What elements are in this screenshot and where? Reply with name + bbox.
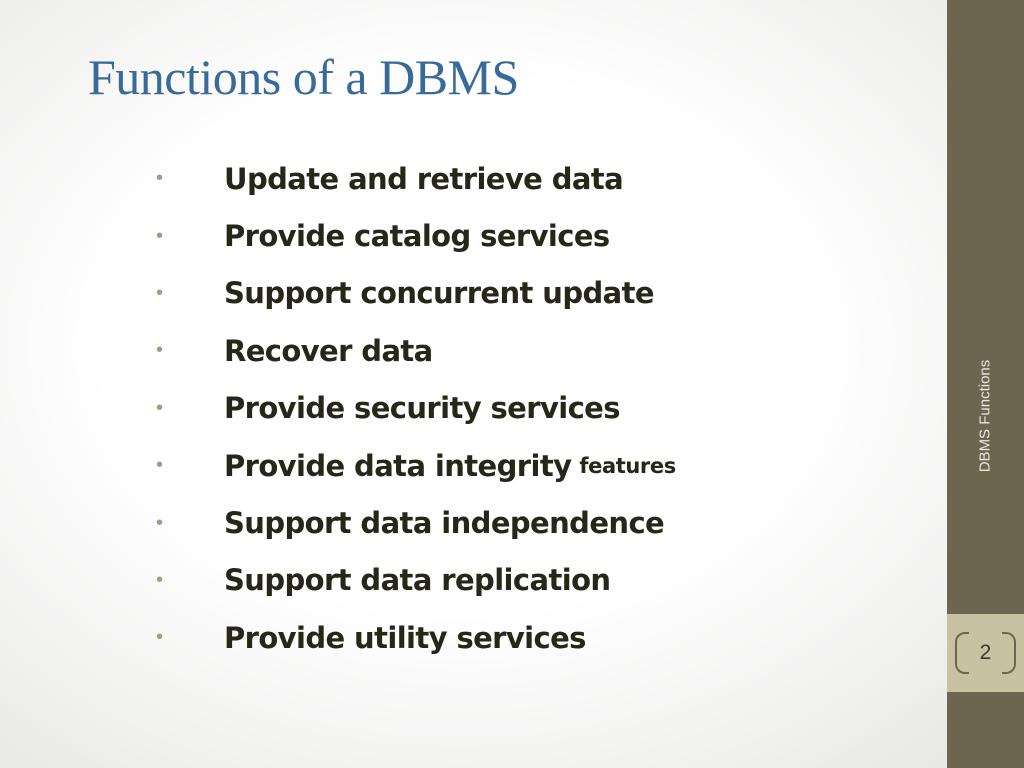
bullet-icon: • [156,339,164,362]
bullet-icon: • [156,167,164,190]
bullet-text: Provide data integrity [224,448,572,483]
bullet-icon: • [156,626,164,649]
list-item: • Provide utility services [152,609,676,666]
list-item: • Support concurrent update [152,265,676,322]
bullet-text: Provide security services [224,391,621,426]
list-item: • Recover data [152,322,676,379]
left-bracket-icon [955,632,969,674]
list-item: • Support data replication [152,552,676,609]
bullet-icon: • [156,281,164,304]
bullet-text: Update and retrieve data [224,161,624,196]
page-number: 2 [979,641,992,664]
bullet-text: Support data independence [224,506,665,541]
bullet-text: Provide utility services [224,620,586,655]
list-item: • Update and retrieve data [152,150,676,207]
bullet-text: Recover data [224,333,433,368]
bullet-icon: • [156,511,164,534]
bullet-icon: • [156,224,164,247]
list-item: • Support data independence [152,494,676,551]
list-item: • Provide catalog services [152,207,676,264]
footer-text: DBMS Functions [976,359,994,473]
slide-title: Functions of a DBMS [88,49,519,105]
bullet-text: Support concurrent update [224,276,655,311]
right-bracket-icon [1002,632,1016,674]
bullet-suffix: features [579,453,676,478]
bullet-text: Support data replication [224,563,611,598]
bullet-icon: • [156,568,164,591]
bullet-icon: • [156,396,164,419]
bullet-list: • Update and retrieve data • Provide cat… [152,150,676,667]
list-item: • Provide data integrity features [152,437,676,494]
bullet-text: Provide catalog services [224,219,610,254]
page-number-badge: 2 [947,614,1024,692]
bullet-icon: • [156,454,164,477]
list-item: • Provide security services [152,380,676,437]
